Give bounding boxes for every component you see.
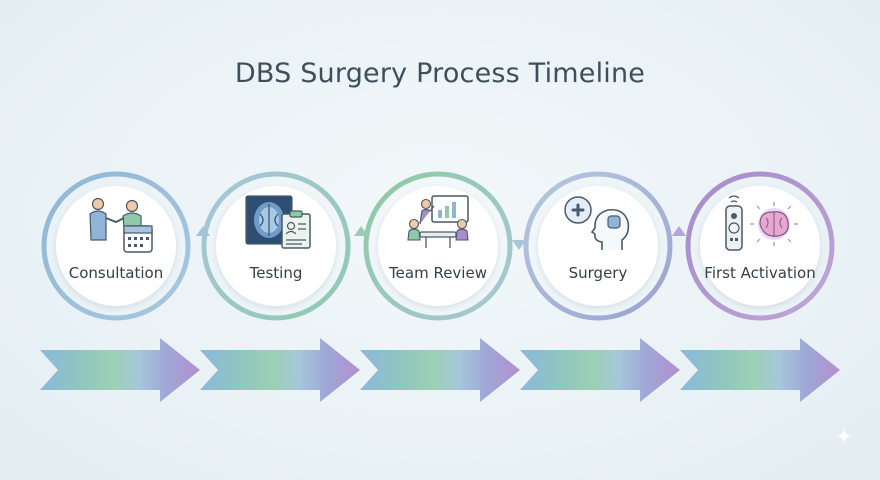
progress-arrow-2 — [200, 338, 360, 402]
step-disc — [56, 186, 176, 306]
diagram-title: DBS Surgery Process Timeline — [234, 58, 646, 89]
sparkle-icon — [836, 428, 852, 444]
head-medical-cross-icon — [564, 196, 630, 250]
step-ring — [363, 171, 513, 321]
step-label-consultation: Consultation — [68, 264, 164, 282]
connector-arrowhead — [354, 226, 368, 236]
step-label-first-activation: First Activation — [704, 264, 816, 282]
step-label-team-review: Team Review — [389, 264, 487, 282]
step-surgery — [523, 171, 673, 321]
step-first-activation — [685, 171, 835, 321]
connector-arrowhead — [196, 226, 210, 236]
step-ring — [201, 171, 351, 321]
step-ring — [41, 171, 191, 321]
progress-arrow-band — [40, 338, 840, 402]
connector-arrows — [196, 226, 686, 250]
progress-arrow-1 — [40, 338, 200, 402]
brain-scan-clipboard-icon — [245, 195, 311, 249]
step-label-surgery: Surgery — [568, 264, 628, 282]
progress-arrow-3 — [360, 338, 520, 402]
step-label-testing: Testing — [249, 264, 303, 282]
step-testing — [201, 171, 351, 321]
step-ring — [685, 171, 835, 321]
remote-brain-icon — [725, 195, 798, 251]
step-ring — [523, 171, 673, 321]
progress-arrow-5 — [680, 338, 840, 402]
step-team-review — [363, 171, 513, 321]
step-disc — [700, 186, 820, 306]
handshake-calendar-icon — [89, 197, 153, 253]
step-consultation — [41, 171, 191, 321]
connector-arrowhead — [672, 226, 686, 236]
progress-arrow-4 — [520, 338, 680, 402]
team-meeting-icon — [407, 195, 469, 248]
step-disc — [538, 186, 658, 306]
connector-arrowhead — [512, 240, 526, 250]
